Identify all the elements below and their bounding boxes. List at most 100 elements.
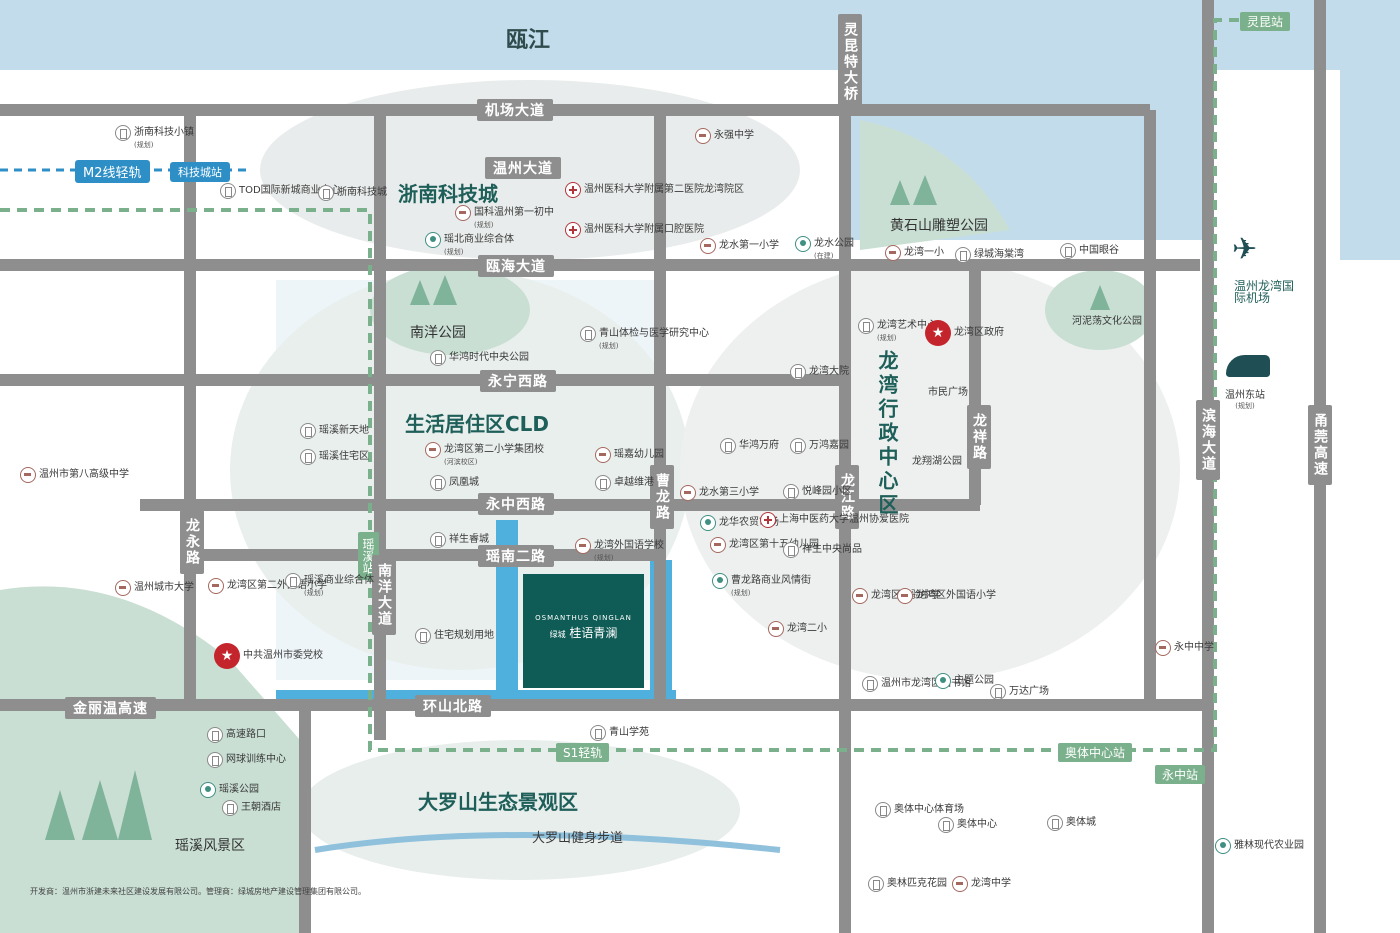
poi-p2[interactable]: TOD国际新城商业中心: [220, 183, 341, 199]
bld-icon: [955, 247, 971, 263]
poi-label: 万达广场: [1009, 686, 1049, 697]
school-icon: [208, 578, 224, 594]
poi-p21[interactable]: 瑶嘉幼儿园: [595, 447, 664, 463]
poi-p45[interactable]: 温州市龙湾区图书馆: [862, 676, 971, 692]
m2-line-tag[interactable]: M2线轻轨: [75, 160, 150, 183]
poi-label: 浙南科技城: [337, 187, 387, 198]
poi-label: 奥体城: [1066, 817, 1096, 828]
poi-p18[interactable]: 瑶溪新天地: [300, 423, 369, 439]
poi-p30[interactable]: 龙湾外国语学校(规划): [575, 538, 664, 563]
poi-p4[interactable]: 国科温州第一初中(规划): [455, 205, 554, 230]
poi-p43[interactable]: 永中中学: [1155, 640, 1214, 656]
poi-p6[interactable]: 温州医科大学附属第二医院龙湾院区: [565, 182, 744, 198]
poi-p48[interactable]: 青山学苑: [590, 725, 649, 741]
station-kejicheng[interactable]: 科技城站: [170, 162, 230, 182]
poi-p28[interactable]: 温州市第八高级中学: [20, 467, 129, 483]
poi-label: 龙湾中学: [971, 878, 1011, 889]
bld-icon: [783, 542, 799, 558]
station-yongzhong[interactable]: 永中站: [1155, 765, 1206, 784]
poi-p31[interactable]: 龙华农贸市场: [700, 515, 779, 531]
poi-p20[interactable]: 龙湾区第二小学集团校(河滨校区): [425, 442, 544, 467]
poi-sub: (规划): [594, 554, 614, 562]
poi-p27[interactable]: 悦峰园小区: [783, 484, 852, 500]
poi-p11[interactable]: 龙湾一小: [885, 245, 944, 261]
poi-label: 龙水第三小学: [699, 487, 759, 498]
poi-p17[interactable]: 龙湾大院: [790, 364, 849, 380]
poi-p40[interactable]: 龙湾二小: [768, 621, 827, 637]
s1-line-tag[interactable]: S1轻轨: [556, 743, 610, 762]
poi-p29[interactable]: 祥生睿城: [430, 532, 489, 548]
poi-p42[interactable]: 龙湾区外国语小学: [897, 588, 996, 604]
poi-p19[interactable]: 瑶溪住宅区: [300, 449, 369, 465]
zone-cld: [230, 270, 690, 670]
poi-label: 国科温州第一初中: [474, 207, 554, 218]
poi-p12[interactable]: 绿城海棠湾: [955, 247, 1024, 263]
poi-p37[interactable]: 瑶溪商业综合体(规划): [285, 573, 374, 598]
bld-icon: [595, 475, 611, 491]
poi-p23[interactable]: 卓越维港: [595, 475, 654, 491]
hosp-icon: [760, 512, 776, 528]
poi-p52[interactable]: 王朝酒店: [222, 800, 281, 816]
poi-p59[interactable]: ★龙湾区政府: [925, 320, 1004, 346]
poi-p24[interactable]: 华鸿万府: [720, 438, 779, 454]
road-yongzhongxi: 永中西路: [478, 493, 554, 515]
yaoxi-scenic: [0, 586, 300, 933]
road-yongningxi: 永宁西路: [480, 370, 556, 392]
poi-p15[interactable]: 青山体检与医学研究中心(规划): [580, 326, 709, 351]
poi-p32[interactable]: 上海中医药大学温州协爱医院: [760, 512, 909, 528]
school-icon: [952, 876, 968, 892]
poi-p55[interactable]: 奥体城: [1047, 815, 1096, 831]
bld-icon: [430, 475, 446, 491]
poi-p14[interactable]: 华鸿时代中央公园: [430, 350, 529, 366]
poi-p5[interactable]: 瑶北商业综合体(规划): [425, 232, 514, 257]
project-name-en: OSMANTHUS QINGLAN: [535, 614, 632, 622]
poi-p46[interactable]: 主题公园: [935, 673, 994, 689]
train-note: (规划): [1235, 402, 1255, 410]
poi-p39[interactable]: 曹龙路商业风情街(规划): [712, 573, 811, 598]
bld-icon: [300, 423, 316, 439]
school-icon: [1155, 640, 1171, 656]
poi-p33[interactable]: 龙湾区第十五幼儿园: [710, 537, 819, 553]
poi-p34[interactable]: 祥生中央尚品: [783, 542, 862, 558]
poi-p54[interactable]: 奥体中心: [938, 817, 997, 833]
bld-icon: [207, 752, 223, 768]
poi-p1[interactable]: 浙南科技小镇(规划): [115, 125, 194, 150]
poi-p26[interactable]: 龙水第三小学: [680, 485, 759, 501]
poi-label: 瑶溪新天地: [319, 425, 369, 436]
poi-p22[interactable]: 凤凰城: [430, 475, 479, 491]
trees: [45, 175, 1110, 840]
poi-p50[interactable]: 网球训练中心: [207, 752, 286, 768]
poi-p56[interactable]: 奥林匹克花园: [868, 876, 947, 892]
poi-p44[interactable]: ★中共温州市委党校: [214, 643, 323, 669]
poi-p13[interactable]: 中国眼谷: [1060, 243, 1119, 259]
poi-p47[interactable]: 万达广场: [990, 684, 1049, 700]
poi-label: 温州城市大学: [134, 582, 194, 593]
poi-p16[interactable]: 龙湾艺术中心(规划): [858, 318, 937, 343]
project-block[interactable]: OSMANTHUS QINGLAN 绿城 桂语青澜: [523, 574, 644, 688]
river-east: [850, 0, 1400, 260]
poi-p7[interactable]: 温州医科大学附属口腔医院: [565, 222, 704, 238]
poi-p36[interactable]: 龙湾区第二外国语小学: [208, 578, 327, 594]
poi-label: 瑶嘉幼儿园: [614, 449, 664, 460]
park-heni: 河泥荡文化公园: [1072, 316, 1142, 327]
poi-p38[interactable]: 住宅规划用地: [415, 628, 494, 644]
poi-p51[interactable]: 瑶溪公园: [200, 782, 259, 798]
poi-p3[interactable]: 浙南科技城: [318, 185, 387, 201]
district-daluoshan: 大罗山生态景观区: [418, 790, 578, 814]
poi-label: 永强中学: [714, 130, 754, 141]
poi-p10[interactable]: 龙水公园(在建): [795, 236, 854, 261]
poi-p9[interactable]: 龙水第一小学: [700, 238, 779, 254]
poi-p35[interactable]: 温州城市大学: [115, 580, 194, 596]
bld-icon: [875, 802, 891, 818]
poi-p58[interactable]: 雅林现代农业园: [1215, 838, 1304, 854]
poi-p57[interactable]: 龙湾中学: [952, 876, 1011, 892]
poi-p49[interactable]: 高速路口: [207, 727, 266, 743]
station-lingkun[interactable]: 灵昆站: [1240, 12, 1291, 31]
station-aoti[interactable]: 奥体中心站: [1058, 743, 1133, 762]
poi-p53[interactable]: 奥体中心体育场: [875, 802, 964, 818]
footer: 开发商：温州市浙建未来社区建设发展有限公司。管理商：绿城房地产建设管理集团有限公…: [30, 886, 590, 897]
poi-p25[interactable]: 万鸿嘉园: [790, 438, 849, 454]
poi-p8[interactable]: 永强中学: [695, 128, 754, 144]
bld-icon: [783, 484, 799, 500]
